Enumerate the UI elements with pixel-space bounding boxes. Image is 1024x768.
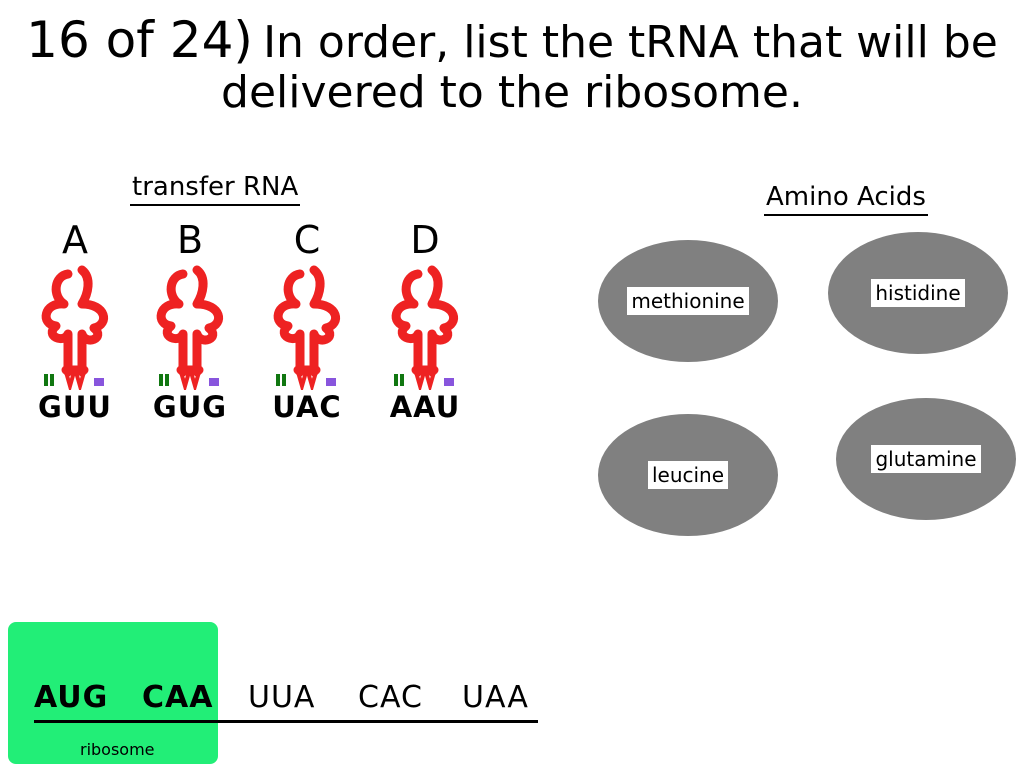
amino-acid-label: methionine (627, 287, 749, 315)
amino-acid-label: leucine (647, 461, 729, 489)
ribosome-label: ribosome (80, 740, 155, 759)
amino-acid-methionine: methionine (598, 240, 778, 362)
trna-anticodon: GUG (152, 390, 228, 424)
mrna-codon: CAC (358, 680, 423, 715)
slide-title: 16 of 24) In order, list the tRNA that w… (0, 12, 1024, 117)
trna-shape-icon (391, 265, 459, 390)
trna-shape-icon (41, 265, 109, 390)
trna-d: D AAU (380, 218, 470, 468)
trna-letter: D (410, 218, 440, 262)
amino-acid-glutamine: glutamine (836, 398, 1016, 520)
amino-acid-leucine: leucine (598, 414, 778, 536)
trna-shape-icon (273, 265, 341, 390)
trna-letter: C (293, 218, 321, 262)
trna-anticodon: AAU (389, 390, 461, 424)
amino-acid-label: histidine (871, 279, 965, 307)
amino-acid-label: glutamine (871, 445, 981, 473)
mrna-codon: CAA (142, 680, 214, 715)
trna-anticodon: GUU (38, 390, 112, 424)
ribosome (8, 622, 218, 764)
trna-anticodon: UAC (272, 390, 342, 424)
title-question: In order, list the tRNA that will be del… (221, 17, 998, 118)
amino-acids-heading: Amino Acids (764, 182, 928, 216)
mrna-strand: AUG CAA UUA CAC UAA (34, 680, 538, 723)
trna-heading: transfer RNA (130, 172, 301, 206)
trna-letter: A (62, 218, 88, 262)
title-number: 16 of 24) (26, 11, 253, 69)
mrna-codon: UUA (248, 680, 316, 715)
trna-b: B GUG (145, 218, 235, 468)
trna-c: C UAC (262, 218, 352, 468)
trna-a: A GUU (30, 218, 120, 468)
trna-shape-icon (156, 265, 224, 390)
mrna-codon: UAA (462, 680, 529, 715)
trna-letter: B (176, 218, 204, 262)
amino-acid-histidine: histidine (828, 232, 1008, 354)
mrna-codon: AUG (34, 680, 109, 715)
